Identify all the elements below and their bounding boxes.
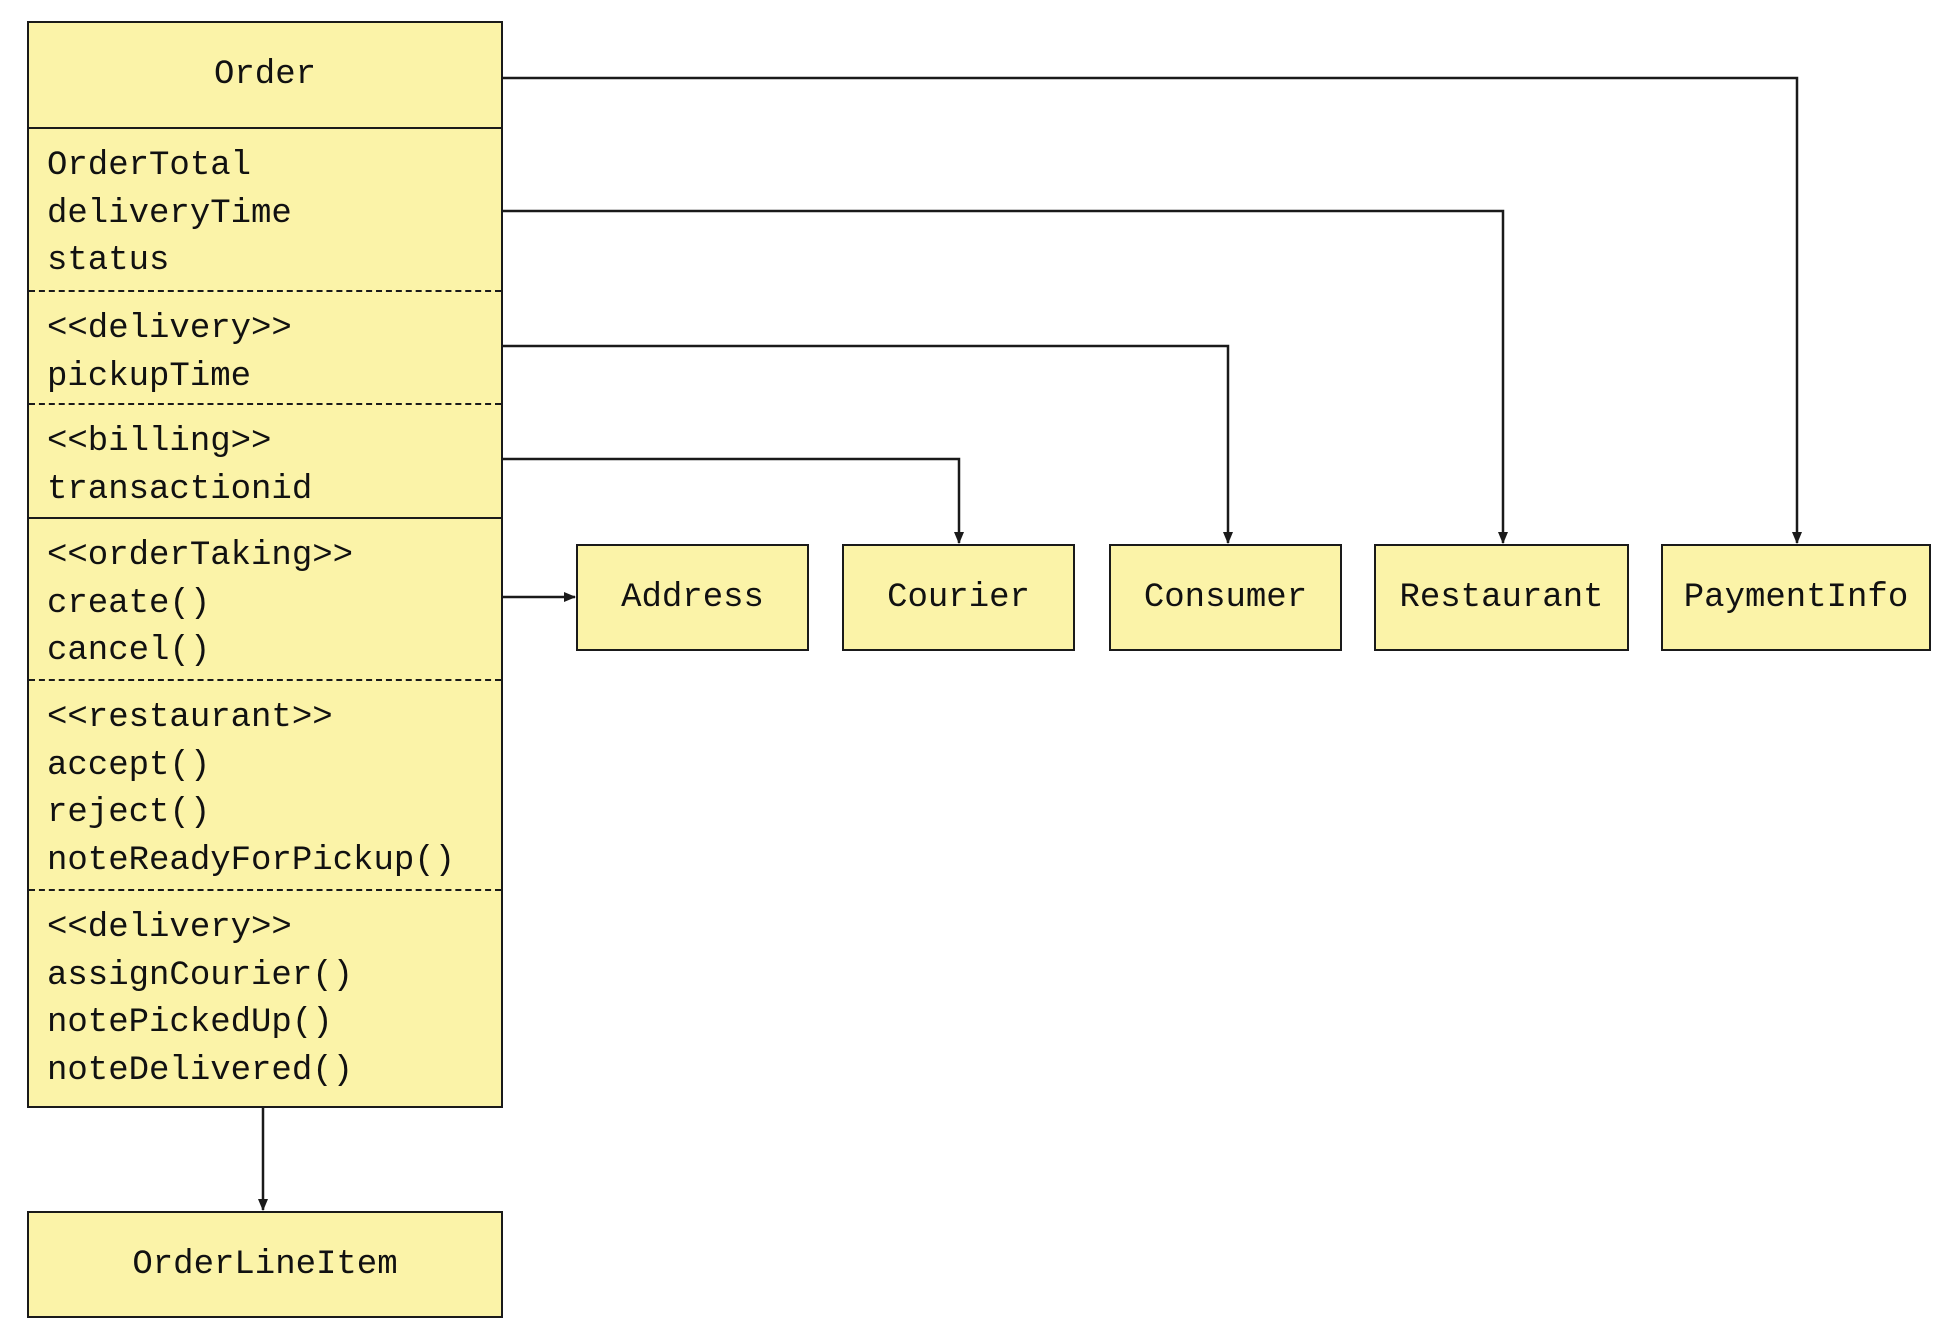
restaurant-operations: <<restaurant>> accept() reject() noteRea… xyxy=(29,679,501,889)
attribute-status: status xyxy=(47,242,170,280)
order-core-attributes: OrderTotal deliveryTime status xyxy=(29,129,501,290)
association-order-to-payment-info xyxy=(503,76,1802,544)
attribute-delivery-time: deliveryTime xyxy=(47,194,292,233)
order-line-item-class-box: OrderLineItem xyxy=(27,1211,503,1318)
operation-cancel: cancel() xyxy=(47,632,211,670)
delivery-operations: <<delivery>> assignCourier() notePickedU… xyxy=(29,889,501,1106)
stereotype-order-taking: <<orderTaking>> xyxy=(47,537,354,575)
order-delivery-attributes: <<delivery>> pickupTime xyxy=(29,290,501,403)
stereotype-billing: <<billing>> xyxy=(47,423,272,461)
consumer-class-box: Consumer xyxy=(1109,544,1342,651)
attribute-order-total: OrderTotal xyxy=(47,147,252,185)
operation-create: create() xyxy=(47,584,211,623)
operation-accept: accept() xyxy=(47,746,211,785)
order-class-box: Order OrderTotal deliveryTime status <<d… xyxy=(27,21,503,1108)
operation-note-delivered: noteDelivered() xyxy=(47,1051,354,1090)
order-billing-attributes: <<billing>> transactionid xyxy=(29,403,501,517)
attribute-pickup-time: pickupTime xyxy=(47,357,252,396)
order-class-name: Order xyxy=(29,23,501,129)
restaurant-class-box: Restaurant xyxy=(1374,544,1629,651)
order-taking-operations: <<orderTaking>> create() cancel() xyxy=(29,517,501,679)
association-order-to-consumer xyxy=(503,344,1233,544)
stereotype-restaurant: <<restaurant>> xyxy=(47,699,333,737)
operation-assign-courier: assignCourier() xyxy=(47,956,354,995)
operation-reject: reject() xyxy=(47,794,211,832)
address-class-box: Address xyxy=(576,544,809,651)
association-order-to-restaurant xyxy=(503,209,1508,544)
stereotype-delivery: <<delivery>> xyxy=(47,310,292,348)
courier-class-box: Courier xyxy=(842,544,1075,651)
association-order-to-courier xyxy=(503,457,964,544)
operation-note-ready-for-pickup: noteReadyForPickup() xyxy=(47,841,456,880)
stereotype-delivery-operations: <<delivery>> xyxy=(47,909,292,947)
attribute-transaction-id: transactionid xyxy=(47,470,313,509)
payment-info-class-box: PaymentInfo xyxy=(1661,544,1931,651)
operation-note-picked-up: notePickedUp() xyxy=(47,1004,333,1042)
